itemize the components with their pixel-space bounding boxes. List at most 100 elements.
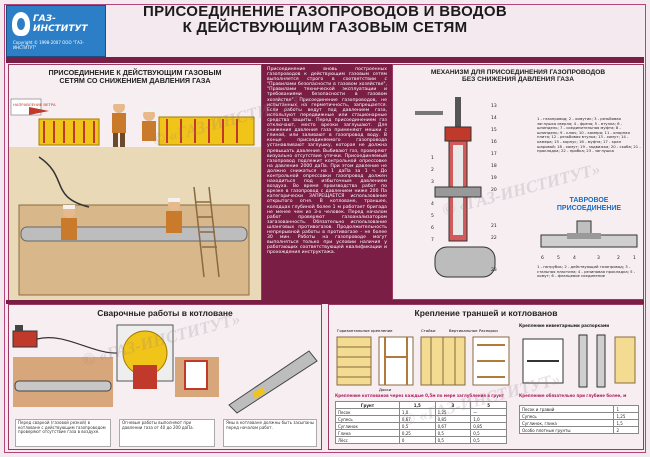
table-row: Песок и гравий 1 — [518, 405, 639, 413]
tee-heading-2: ПРИСОЕДИНЕНИЕ — [556, 205, 622, 212]
title-divider — [6, 57, 644, 63]
welding-heading: Сварочные работы в котловане — [97, 308, 233, 318]
tee-connection-drawing: 6 5 4 3 2 1 — [540, 220, 638, 261]
logo-copyright: Copyright © 1998-2007 ООО "ГАЗ-ИНСТИТУТ" — [13, 40, 84, 50]
soil-depth-table: Грунт 1,5 3 5 Песок 1,0 1,25 — Супесь 0,… — [335, 401, 507, 444]
table-row: Грунт 1,5 3 5 — [335, 401, 507, 409]
table-cell: 0,5 — [434, 429, 472, 437]
welding-caption-2: Огневые работы выполняют при давлении га… — [119, 419, 215, 447]
table-cell: 0,67 — [434, 422, 472, 430]
svg-text:5: 5 — [557, 255, 560, 261]
svg-text:18: 18 — [491, 163, 497, 169]
svg-text:21: 21 — [491, 223, 497, 229]
gaz-institut-logo: ГАЗ-ИНСТИТУТ Copyright © 1998-2007 ООО "… — [6, 5, 106, 57]
panel-no-pressure-reduction: МЕХАНИЗМ ДЛЯ ПРИСОЕДИНЕНИЯ ГАЗОПРОВОДОВ … — [392, 64, 644, 300]
table-row: Супесь 1,25 — [518, 412, 639, 420]
panel-mechanism-heading-1: МЕХАНИЗМ ДЛЯ ПРИСОЕДИНЕНИЯ ГАЗОПРОВОДОВ — [430, 69, 606, 76]
label-horizontal: Горизонтальное крепление — [337, 328, 393, 333]
panel-pressure-heading-2: СЕТЯМ СО СНИЖЕНИЕМ ДАВЛЕНИЯ ГАЗА — [59, 76, 211, 85]
svg-text:6: 6 — [431, 225, 434, 231]
tee-connection-heading: ТАВРОВОЕ ПРИСОЕДИНЕНИЕ — [537, 197, 641, 213]
svg-text:14: 14 — [491, 115, 497, 121]
svg-text:3: 3 — [597, 255, 600, 261]
svg-text:17: 17 — [491, 151, 497, 157]
table-row: Супесь 0,67 0,85 1,0 — [335, 415, 507, 423]
table-cell: 0,67 — [398, 415, 436, 423]
panel-pressure-heading: ПРИСОЕДИНЕНИЕ К ДЕЙСТВУЮЩИМ ГАЗОВЫМ СЕТЯ… — [9, 69, 261, 85]
poster-title: ПРИСОЕДИНЕНИЕ ГАЗОПРОВОДОВ И ВВОДОВ К ДЕ… — [120, 4, 530, 36]
table-cell: 0 — [398, 436, 436, 444]
panel-mechanism-heading: МЕХАНИЗМ ДЛЯ ПРИСОЕДИНЕНИЯ ГАЗОПРОВОДОВ … — [393, 69, 643, 84]
svg-text:6: 6 — [541, 255, 544, 261]
trench-shoring-drawings: Горизонтальное крепление Стойки Вертикал… — [336, 328, 510, 392]
svg-text:1: 1 — [633, 255, 636, 261]
title-line-1: ПРИСОЕДИНЕНИЕ ГАЗОПРОВОДОВ И ВВОДОВ — [143, 3, 507, 20]
table-header: 1,5 — [398, 401, 436, 409]
svg-text:3: 3 — [431, 179, 434, 185]
table-row: Особо плотные грунты 2 — [518, 426, 639, 434]
table-header: Грунт — [335, 401, 400, 409]
panel-welding: Сварочные работы в котловане Перед сварк… — [8, 304, 322, 450]
table-cell: 2 — [613, 426, 639, 434]
table-row: Суглинок, глина 1,5 — [518, 419, 639, 427]
panel-pressure-heading-1: ПРИСОЕДИНЕНИЕ К ДЕЙСТВУЮЩИМ ГАЗОВЫМ — [48, 68, 222, 77]
inventory-spacer-drawing — [522, 334, 636, 388]
tee-heading-1: ТАВРОВОЕ — [569, 197, 609, 204]
table-row: Песок 1,0 1,25 — — [335, 408, 507, 416]
table-cell: Глина — [335, 429, 400, 437]
svg-text:22: 22 — [491, 235, 497, 241]
table-cell: 0,85 — [470, 422, 507, 430]
table-cell: Супесь — [335, 415, 400, 423]
trench-heading: Крепление траншей и котлованов — [414, 308, 558, 318]
svg-text:2: 2 — [617, 255, 620, 261]
panel-mechanism-heading-2: БЕЗ СНИЖЕНИЯ ДАВЛЕНИЯ ГАЗА — [462, 76, 574, 84]
table-cell: Песок и гравий — [518, 405, 615, 413]
label-vertical: Вертикальное — [449, 328, 478, 333]
table-cell: 1,0 — [470, 415, 507, 423]
table-cell: 0,5 — [398, 422, 436, 430]
mandatory-shoring-title: Крепление обязательно при глубине более,… — [519, 393, 627, 398]
table-cell: Песок — [335, 408, 400, 416]
svg-text:13: 13 — [491, 103, 497, 109]
poster-border — [4, 4, 646, 453]
label-struts: Стойки — [421, 328, 436, 333]
logo-brand: ГАЗ-ИНСТИТУТ — [33, 14, 88, 34]
mechanism-legend: 1 - газопровод; 2 - хомутик; 3 - резьбов… — [537, 117, 641, 154]
svg-text:19: 19 — [491, 175, 497, 181]
table-cell: 1,5 — [613, 419, 639, 427]
title-line-2: К ДЕЙСТВУЮЩИМ ГАЗОВЫМ СЕТЯМ — [182, 19, 468, 36]
svg-text:20: 20 — [491, 187, 497, 193]
table-cell: Суглинок — [335, 422, 400, 430]
flame-icon — [12, 12, 30, 36]
table-cell: 1,0 — [398, 408, 436, 416]
panel-trench-shoring: Крепление траншей и котлованов Горизонта… — [328, 304, 644, 450]
welding-illustration — [12, 324, 318, 414]
svg-text:16: 16 — [491, 139, 497, 145]
svg-text:5: 5 — [431, 213, 434, 219]
svg-text:4: 4 — [573, 255, 576, 261]
table-cell: 0,5 — [470, 436, 507, 444]
mandatory-shoring-table: Песок и гравий 1 Супесь 1,25 Суглинок, г… — [518, 405, 639, 434]
soil-table-title: Крепление котлованов через каждые 0,5м п… — [335, 393, 504, 398]
table-cell: — — [470, 408, 507, 416]
panel-pressure-reduction: ПРИСОЕДИНЕНИЕ К ДЕЙСТВУЮЩИМ ГАЗОВЫМ СЕТЯ… — [8, 64, 262, 301]
section-divider — [6, 300, 644, 304]
table-row: Глина 0,25 0,5 0,5 — [335, 429, 507, 437]
svg-text:1: 1 — [431, 155, 434, 161]
svg-text:7: 7 — [431, 237, 434, 243]
table-header: 5 — [470, 401, 507, 409]
tee-legend: 1 - патрубок; 2 - действующий газопровод… — [537, 265, 636, 279]
table-cell: Особо плотные грунты — [518, 426, 615, 434]
label-boards: Доски — [379, 387, 392, 392]
wind-label: НАПРАВЛЕНИЕ ВЕТРА — [13, 102, 56, 107]
table-row: Суглинок 0,5 0,67 0,85 — [335, 422, 507, 430]
welding-caption-3: Ямы в котловане должны быть засыпаны пер… — [223, 419, 317, 447]
table-cell: 0,25 — [398, 429, 436, 437]
safety-text-column: Присоединение вновь построенных газопров… — [262, 64, 392, 300]
svg-text:2: 2 — [431, 167, 434, 173]
table-cell: 1,25 — [434, 408, 472, 416]
table-cell: 0,85 — [434, 415, 472, 423]
table-cell: Супесь — [518, 412, 615, 420]
table-cell: Лёсс — [335, 436, 400, 444]
